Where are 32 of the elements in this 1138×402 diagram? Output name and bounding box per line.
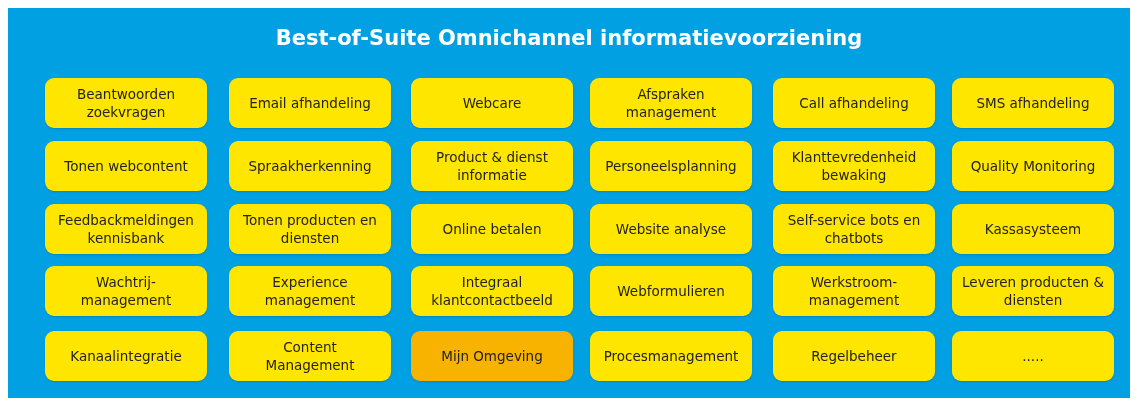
module-card: Experience management bbox=[229, 266, 391, 316]
module-card: Kanaalintegratie bbox=[45, 331, 207, 381]
module-card: Product & dienst informatie bbox=[411, 141, 573, 191]
module-card: Self-service bots en chatbots bbox=[773, 204, 935, 254]
module-card: Spraakherkenning bbox=[229, 141, 391, 191]
module-card: Website analyse bbox=[590, 204, 752, 254]
module-card: Werkstroom- management bbox=[773, 266, 935, 316]
module-card: ..... bbox=[952, 331, 1114, 381]
module-card: Tonen webcontent bbox=[45, 141, 207, 191]
panel-background bbox=[8, 8, 1130, 398]
module-card: Kassasysteem bbox=[952, 204, 1114, 254]
module-card: Wachtrij- management bbox=[45, 266, 207, 316]
module-card: Integraal klantcontactbeeld bbox=[411, 266, 573, 316]
module-card: Procesmanagement bbox=[590, 331, 752, 381]
panel-title: Best-of-Suite Omnichannel informatievoorziening bbox=[274, 26, 864, 50]
module-card: Beantwoorden zoekvragen bbox=[45, 78, 207, 128]
module-card: Tonen producten en diensten bbox=[229, 204, 391, 254]
module-card: Online betalen bbox=[411, 204, 573, 254]
module-card: Feedbackmeldingen kennisbank bbox=[45, 204, 207, 254]
module-card: Personeelsplanning bbox=[590, 141, 752, 191]
module-card: Webcare bbox=[411, 78, 573, 128]
module-card: Quality Monitoring bbox=[952, 141, 1114, 191]
module-card: Klanttevredenheid bewaking bbox=[773, 141, 935, 191]
module-card: Mijn Omgeving bbox=[411, 331, 573, 381]
module-card: Content Management bbox=[229, 331, 391, 381]
module-card: SMS afhandeling bbox=[952, 78, 1114, 128]
module-card: Call afhandeling bbox=[773, 78, 935, 128]
module-card: Afspraken management bbox=[590, 78, 752, 128]
module-card: Email afhandeling bbox=[229, 78, 391, 128]
module-card: Webformulieren bbox=[590, 266, 752, 316]
module-card: Regelbeheer bbox=[773, 331, 935, 381]
module-card: Leveren producten & diensten bbox=[952, 266, 1114, 316]
